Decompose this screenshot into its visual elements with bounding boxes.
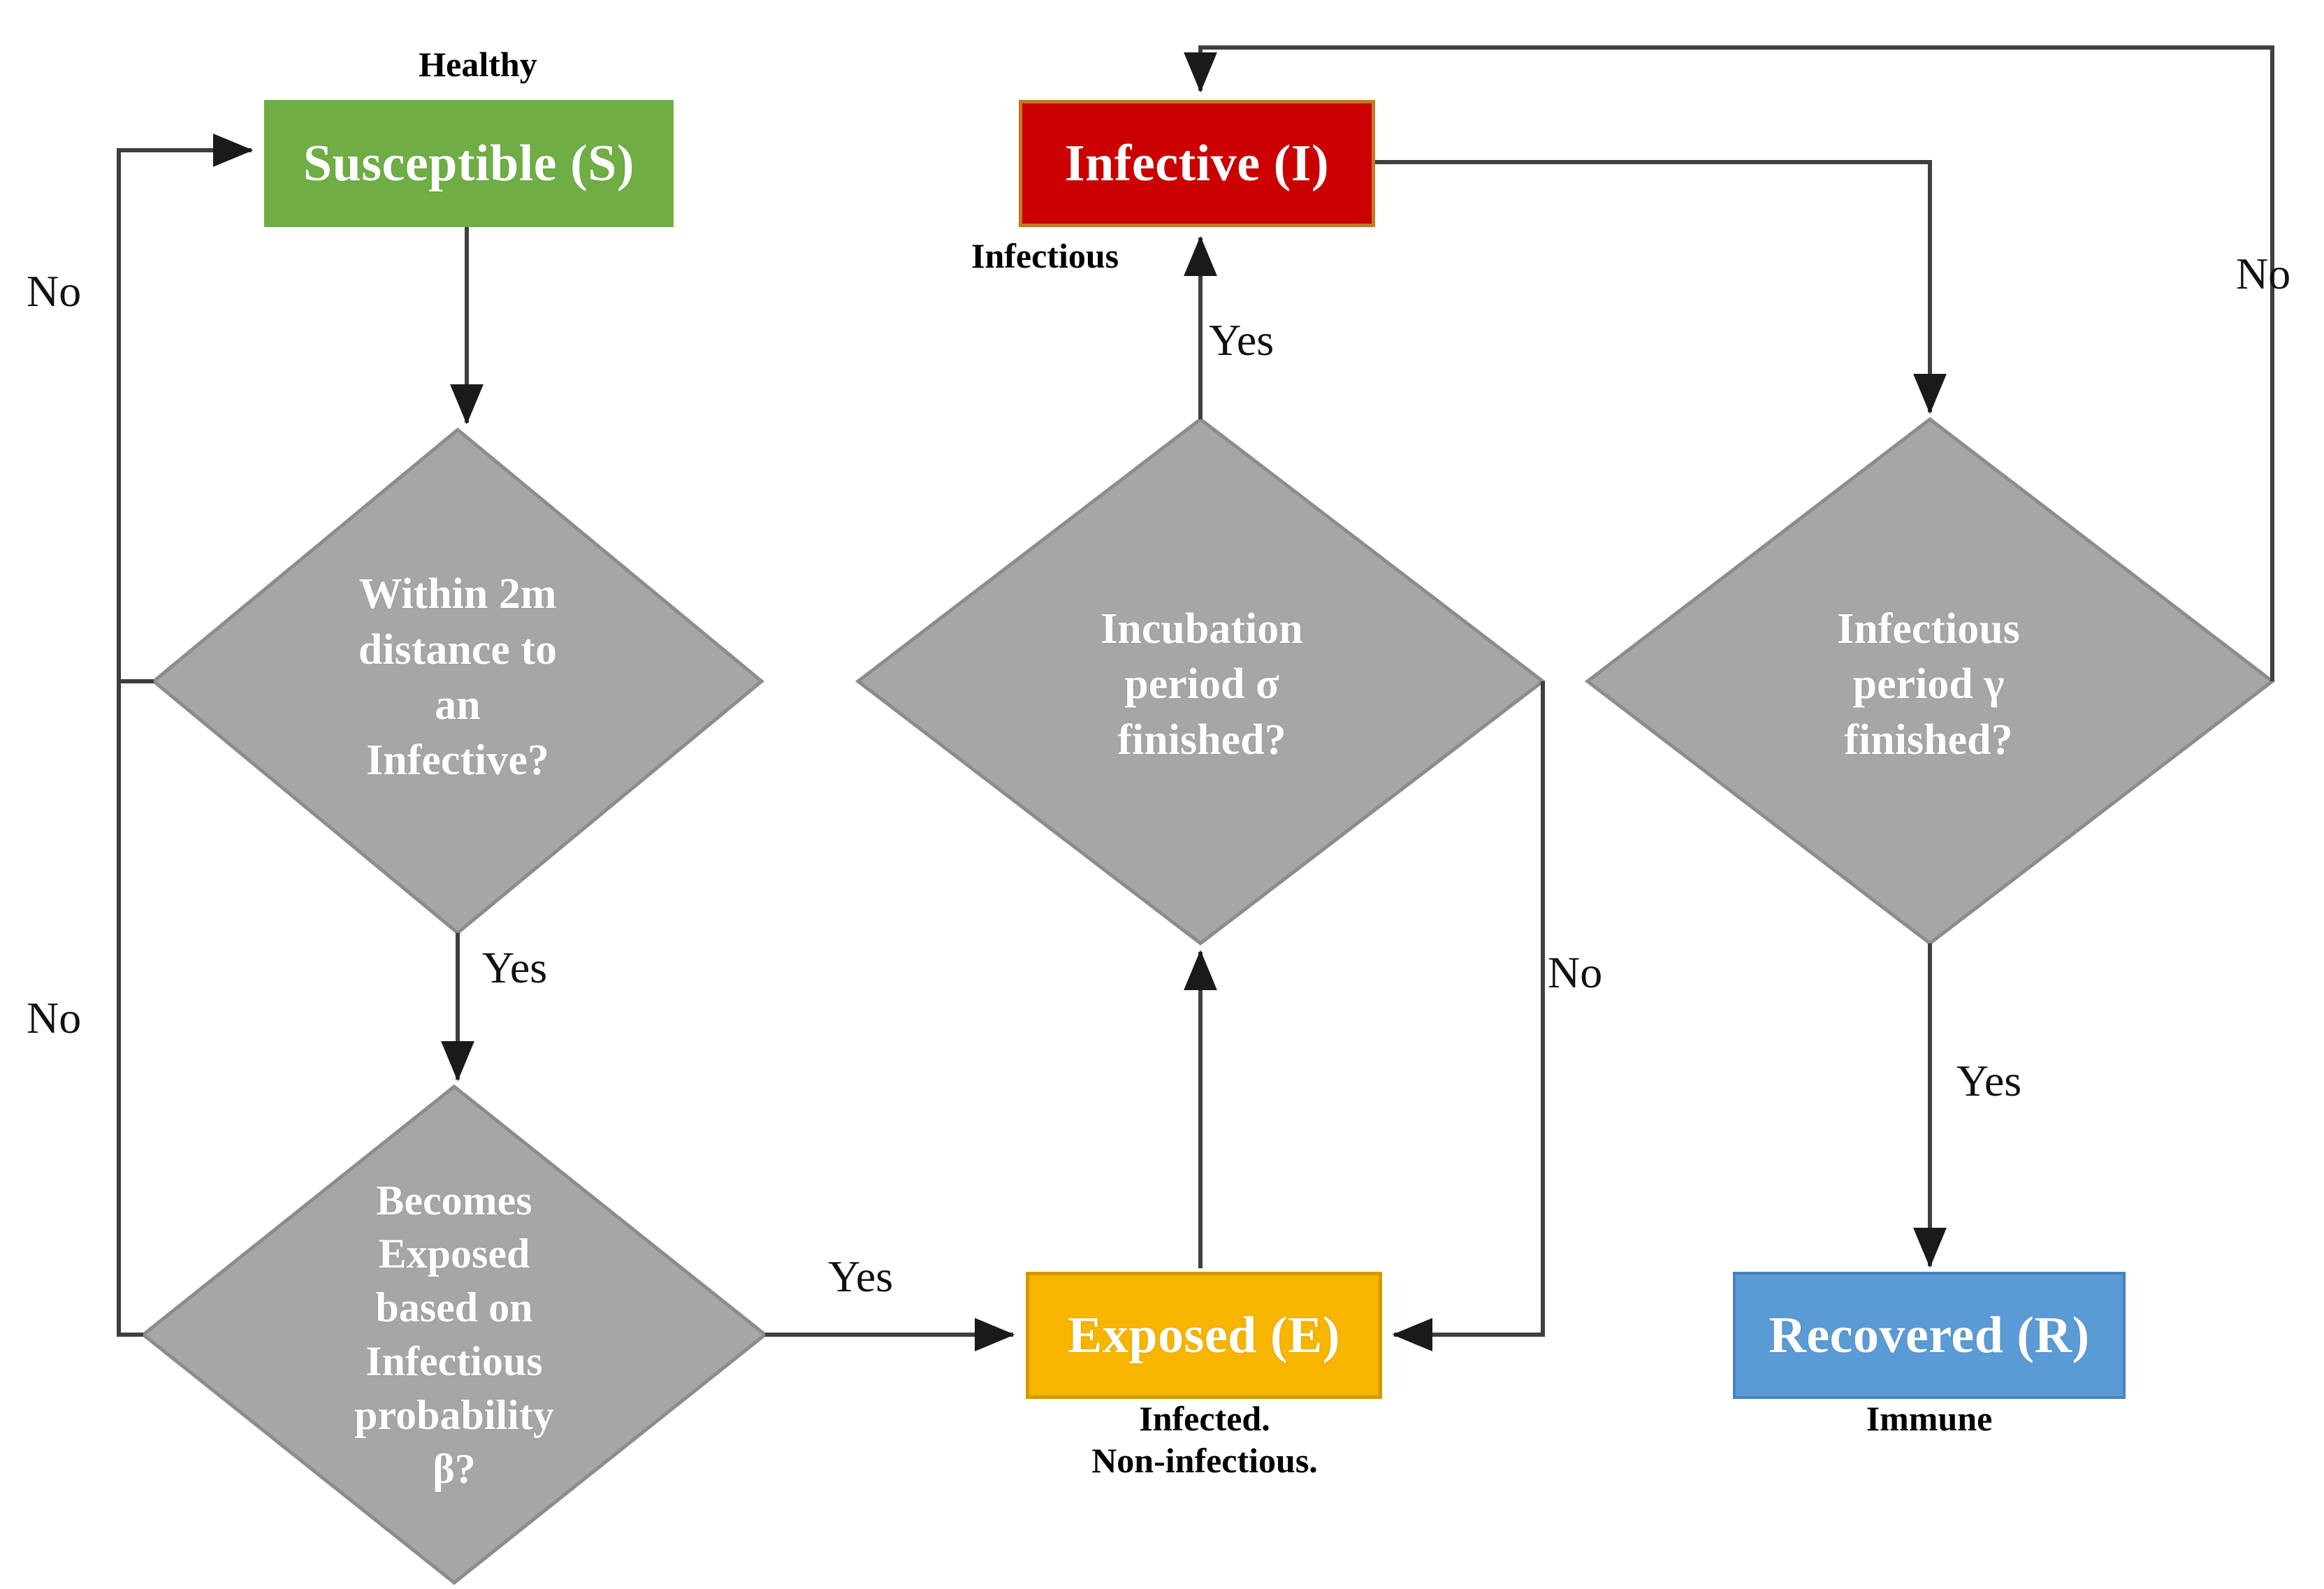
caption-healthy: Healthy <box>419 45 537 84</box>
edge-label-no-infectious-period: No <box>2236 249 2291 298</box>
edge-exposure-no-to-susceptible <box>117 681 143 1337</box>
edge-label-no-exposure: No <box>27 993 82 1043</box>
decision-distance-check[interactable] <box>151 427 764 936</box>
node-recovered[interactable]: Recovered (R) <box>1733 1272 2126 1399</box>
node-infective[interactable]: Infective (I) <box>1019 100 1375 227</box>
node-susceptible[interactable]: Susceptible (S) <box>264 100 674 227</box>
edge-label-yes-incubation-to-infective: Yes <box>1209 315 1274 365</box>
node-exposed[interactable]: Exposed (E) <box>1026 1272 1382 1399</box>
caption-immune: Immune <box>1866 1399 1993 1438</box>
edge-infectious-period-no-to-infective <box>1184 45 2274 681</box>
edge-distance-no-to-susceptible <box>117 133 254 683</box>
edge-infective-to-infectious-period <box>1375 160 1947 414</box>
edge-label-yes-distance-to-exposure: Yes <box>482 943 548 992</box>
edge-label-no-distance: No <box>27 266 82 316</box>
edge-label-no-incubation: No <box>1548 948 1603 997</box>
edge-label-yes-exposure-to-exposed: Yes <box>828 1251 894 1301</box>
decision-infectious-period-check[interactable] <box>1584 416 2276 946</box>
decision-exposure-check[interactable] <box>140 1084 769 1586</box>
edge-label-yes-infectious-period-to-recovered: Yes <box>1956 1056 2022 1105</box>
caption-infectious: Infectious <box>971 236 1119 275</box>
edge-incubation-no-to-exposed <box>1392 681 1545 1351</box>
caption-infected-non-infectious: Infected. Non-infectious. <box>1091 1399 1318 1480</box>
decision-incubation-check[interactable] <box>855 416 1546 946</box>
